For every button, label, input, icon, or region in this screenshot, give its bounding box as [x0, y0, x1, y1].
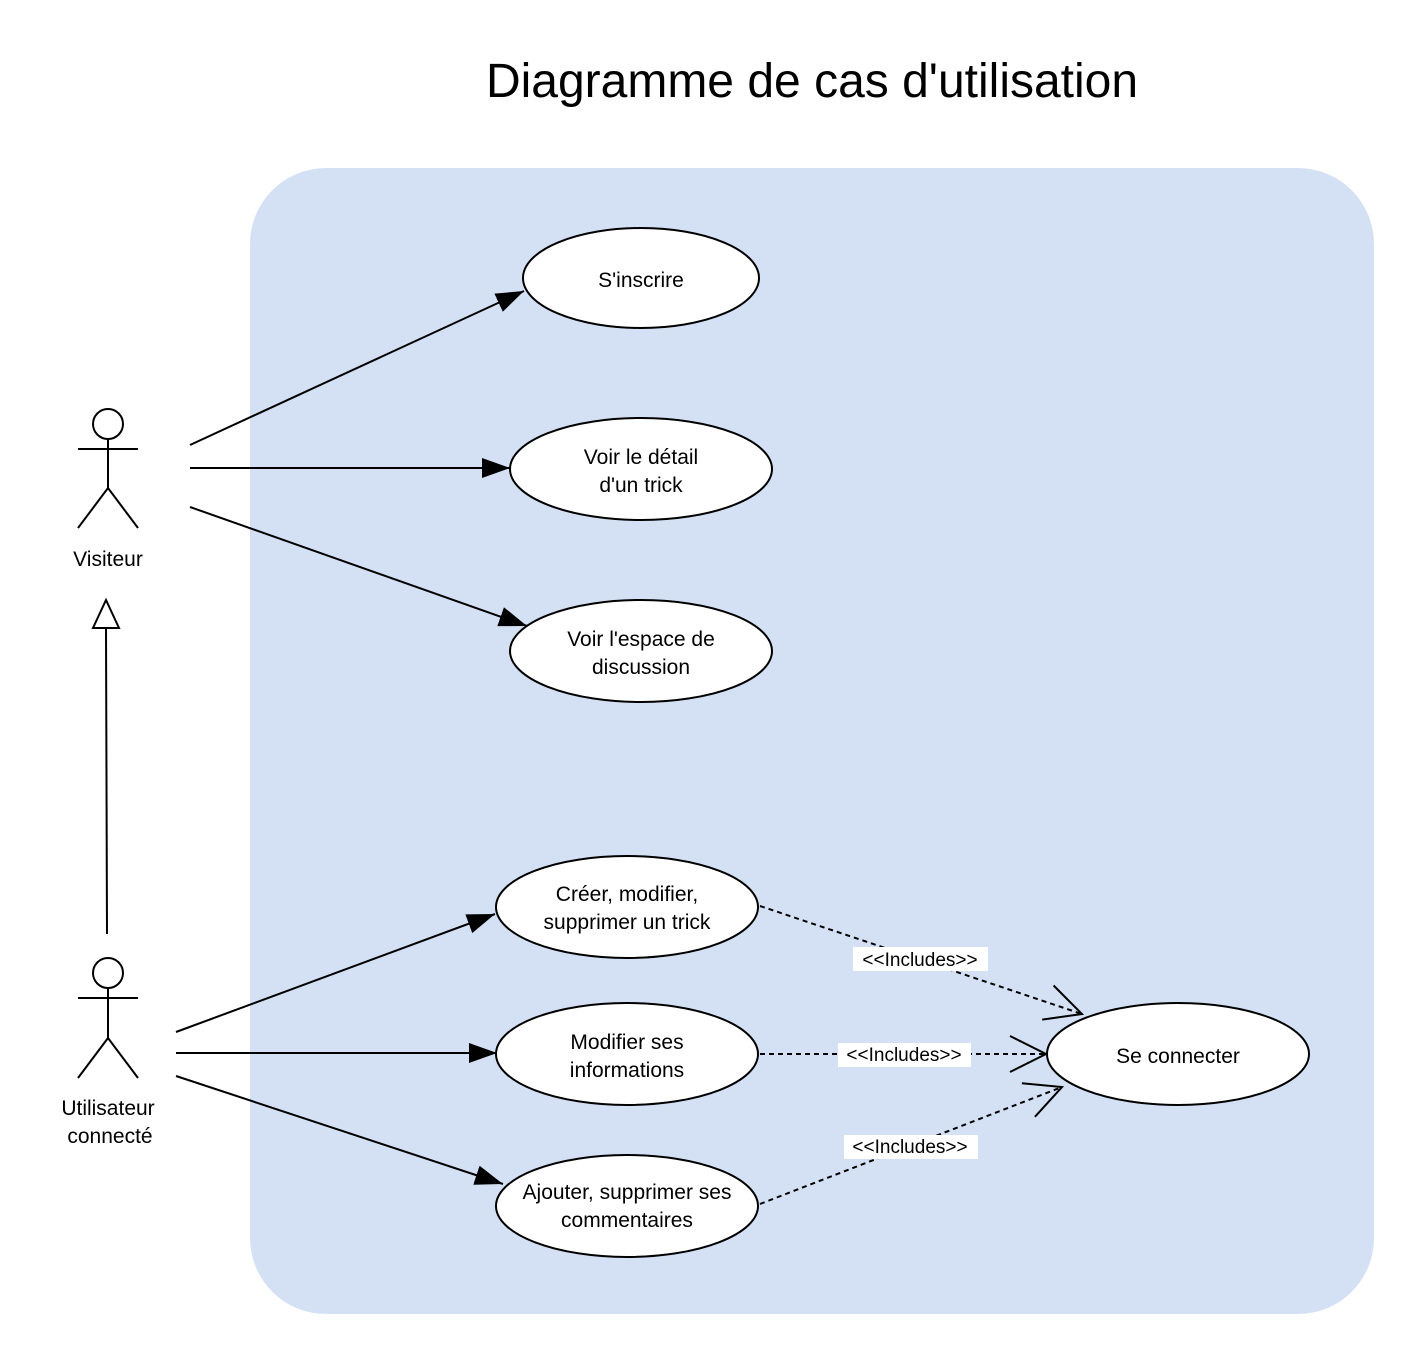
usecase-ellipse [495, 855, 759, 959]
usecase-label-line1: Créer, modifier, [556, 883, 698, 906]
diagram-title: Diagramme de cas d'utilisation [486, 55, 1138, 108]
usecase-label: S'inscrire [598, 269, 684, 292]
actor-utilisateur-connecte[interactable]: Utilisateur connecté [61, 957, 155, 1148]
actor-right-leg [107, 1037, 139, 1079]
actor-right-leg [107, 487, 139, 529]
usecase-ellipse [1046, 1002, 1310, 1106]
generalization-triangle-icon [91, 597, 121, 629]
usecase-label-line2: d'un trick [599, 474, 683, 497]
actor-utilisateur-label-line1: Utilisateur [61, 1097, 154, 1120]
usecase-ajouter-supprimer-commentaires[interactable]: Ajouter, supprimer ses commentaires [495, 1154, 759, 1258]
usecase-label-line2: commentaires [561, 1209, 693, 1232]
usecase-ellipse [509, 417, 773, 521]
generalization-arrow[interactable] [91, 597, 121, 935]
usecase-label-line2: supprimer un trick [544, 911, 711, 934]
usecase-label-line1: Ajouter, supprimer ses [523, 1181, 732, 1204]
actor-utilisateur-label-line2: connecté [67, 1125, 152, 1148]
usecase-voir-espace-discussion[interactable]: Voir l'espace de discussion [509, 599, 773, 703]
usecase-sinscrire[interactable]: S'inscrire [522, 227, 760, 329]
generalization-line [105, 627, 108, 935]
usecase-creer-modifier-supprimer-trick[interactable]: Créer, modifier, supprimer un trick [495, 855, 759, 959]
usecase-label-line1: Voir l'espace de [567, 628, 715, 651]
usecase-label: Se connecter [1116, 1045, 1240, 1068]
usecase-label-line1: Modifier ses [570, 1031, 683, 1054]
association-visiteur-sinscrire[interactable] [189, 290, 525, 446]
association-utilisateur-creer-trick[interactable] [175, 913, 496, 1033]
actor-head [92, 408, 124, 440]
actor-left-leg [77, 487, 109, 529]
usecase-label-line2: discussion [592, 656, 690, 679]
actor-left-leg [77, 1037, 109, 1079]
usecase-label-line1: Voir le détail [584, 446, 698, 469]
usecase-voir-detail-trick[interactable]: Voir le détail d'un trick [509, 417, 773, 521]
include-label-3: <<Includes>> [852, 1137, 967, 1158]
usecase-ellipse [522, 227, 760, 329]
actor-head [92, 957, 124, 989]
usecase-ellipse [495, 1002, 759, 1106]
association-visiteur-voir-espace[interactable] [189, 506, 528, 627]
include-label-bg [844, 1135, 978, 1159]
usecase-modifier-informations[interactable]: Modifier ses informations [495, 1002, 759, 1106]
include-creer-trick-se-connecter[interactable] [759, 905, 1082, 1014]
usecase-ellipse [495, 1154, 759, 1258]
usecase-ellipse [509, 599, 773, 703]
association-utilisateur-commentaires[interactable] [175, 1075, 504, 1185]
include-label-1: <<Includes>> [862, 950, 977, 971]
actor-visiteur[interactable]: Visiteur [73, 408, 143, 571]
actor-visiteur-label: Visiteur [73, 548, 143, 571]
include-label-2: <<Includes>> [846, 1045, 961, 1066]
usecase-label-line2: informations [570, 1059, 684, 1082]
include-label-bg [853, 947, 988, 971]
include-label-bg [838, 1043, 971, 1067]
usecase-se-connecter[interactable]: Se connecter [1046, 1002, 1310, 1106]
